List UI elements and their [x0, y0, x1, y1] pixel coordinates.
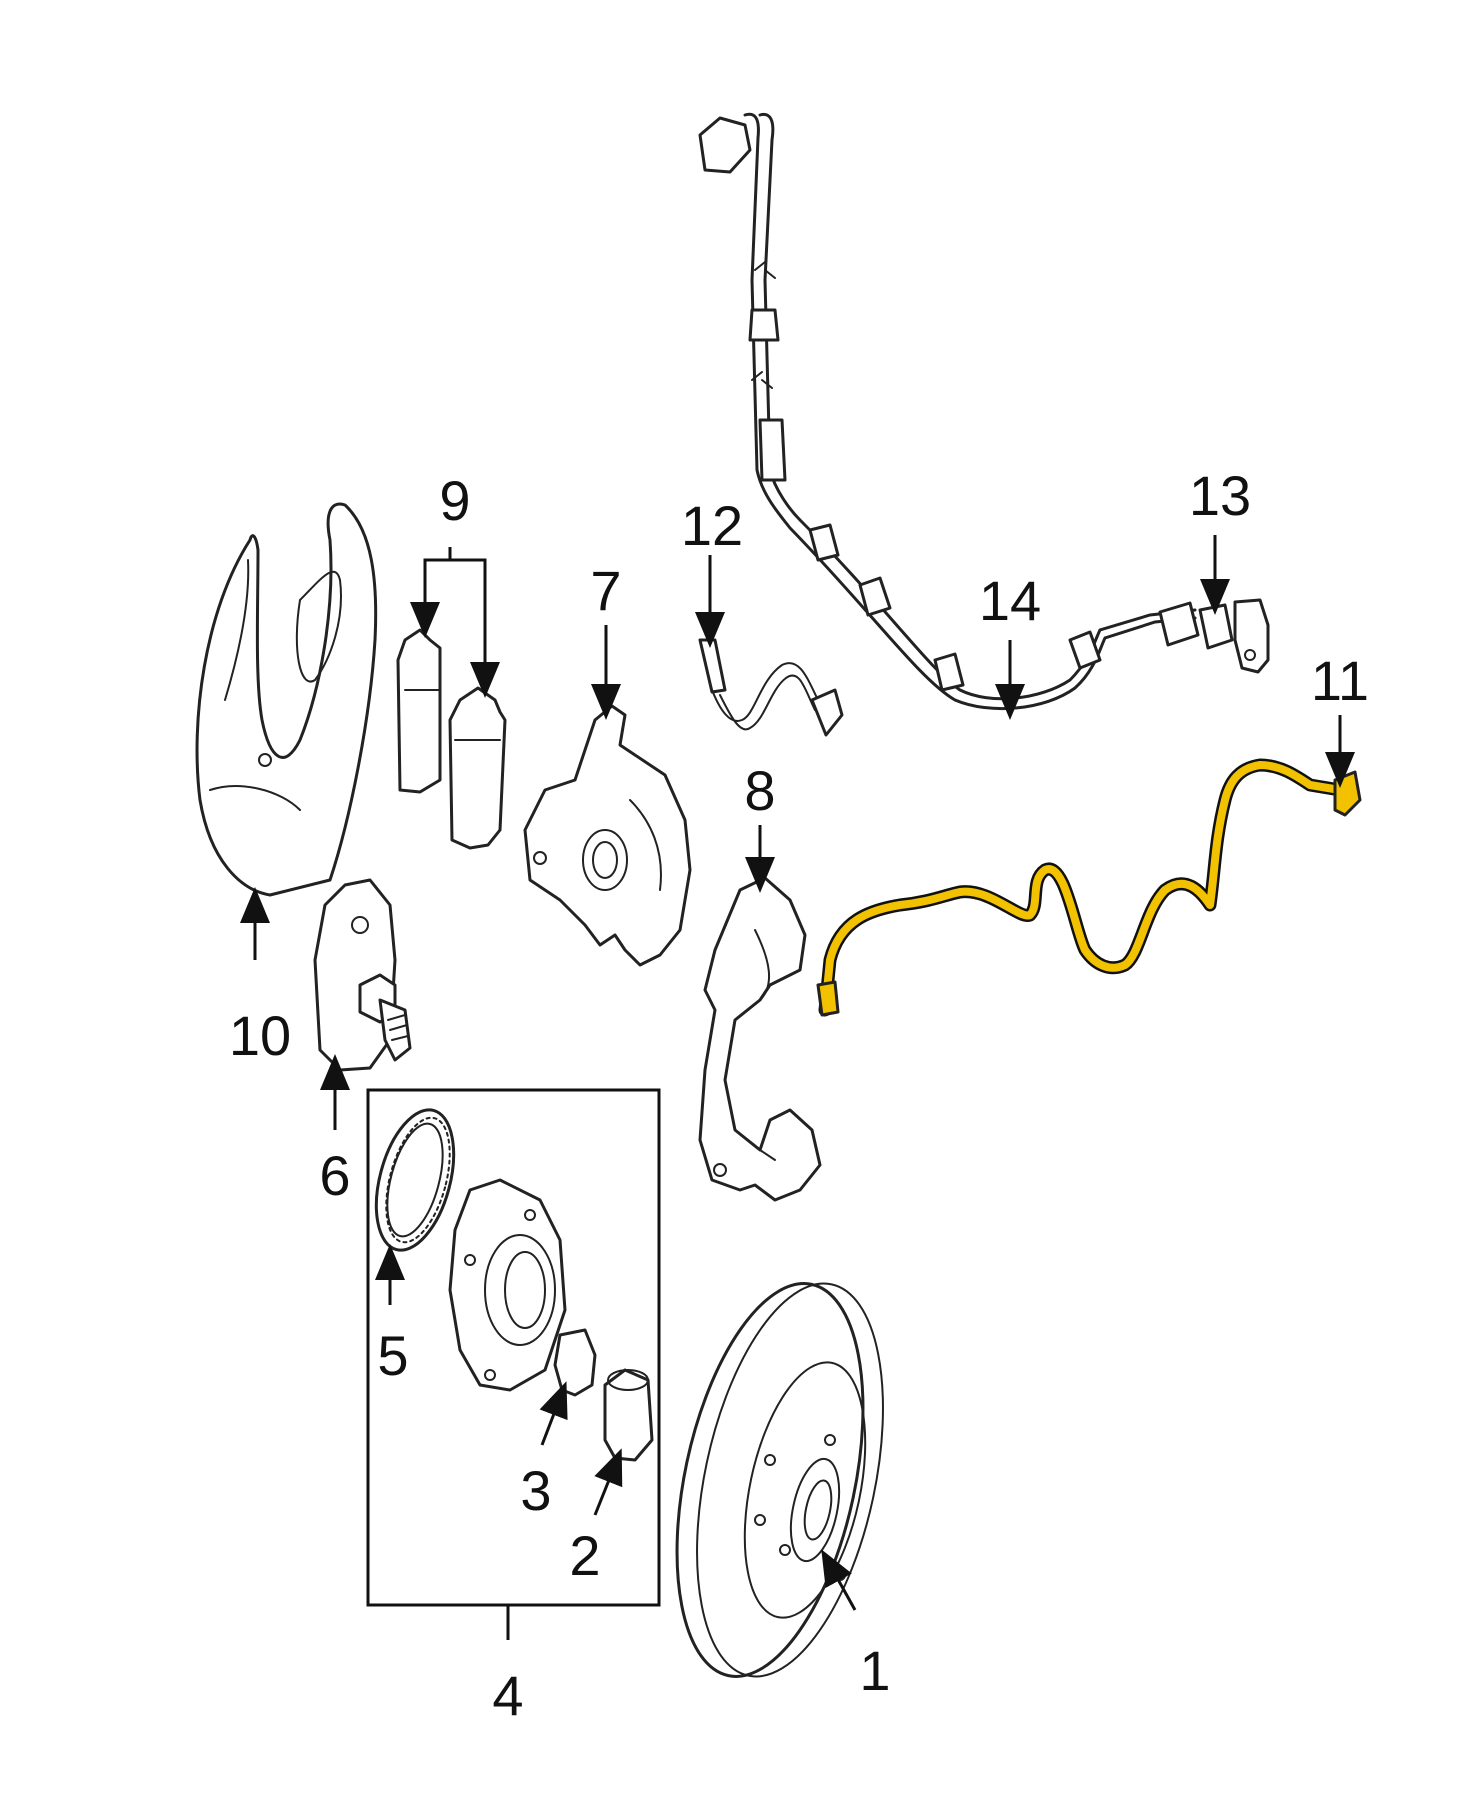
caliper-bracket-part-8[interactable]	[698, 876, 822, 1202]
hub-bolt-part-3[interactable]	[553, 1328, 597, 1397]
callout-5: 5	[377, 1324, 408, 1387]
callout-6: 6	[319, 1144, 350, 1207]
callout-1: 1	[859, 1639, 890, 1702]
callout-2: 2	[569, 1524, 600, 1587]
brake-line-highlight	[821, 761, 1344, 1014]
callout-10: 10	[229, 1004, 291, 1067]
callout-3: 3	[520, 1459, 551, 1522]
callout-9: 9	[439, 469, 470, 532]
abs-tone-ring-part-5[interactable]	[363, 1101, 468, 1258]
callout-12: 12	[681, 494, 743, 557]
abs-sensor-part-13[interactable]	[1158, 598, 1270, 674]
hub-knuckle-part-6[interactable]	[313, 878, 412, 1072]
callout-7: 7	[590, 559, 621, 622]
callout-13: 13	[1189, 464, 1251, 527]
splash-shield-part-10[interactable]	[195, 502, 378, 897]
brake-pads-part-9[interactable]	[396, 628, 507, 850]
callout-labels: 1 2 3 4 5 6 7 8 9 10 11 12 13 14	[229, 464, 1369, 1727]
callout-4: 4	[492, 1664, 523, 1727]
brake-caliper-part-7[interactable]	[523, 704, 692, 967]
hub-assembly-box-part-4	[366, 1088, 661, 1607]
callout-14: 14	[979, 569, 1041, 632]
dust-cap-part-2[interactable]	[603, 1368, 654, 1462]
brake-hose-part-12[interactable]	[698, 638, 844, 737]
leader-lines	[240, 535, 1355, 1640]
callout-11: 11	[1311, 649, 1369, 712]
brake-rotor-part-1[interactable]	[645, 1267, 914, 1694]
brake-line-part-11[interactable]	[816, 758, 1362, 1017]
abs-sensor-wire-part-14[interactable]	[698, 112, 1197, 711]
wheel-hub[interactable]	[448, 1178, 567, 1392]
callout-8: 8	[744, 759, 775, 822]
